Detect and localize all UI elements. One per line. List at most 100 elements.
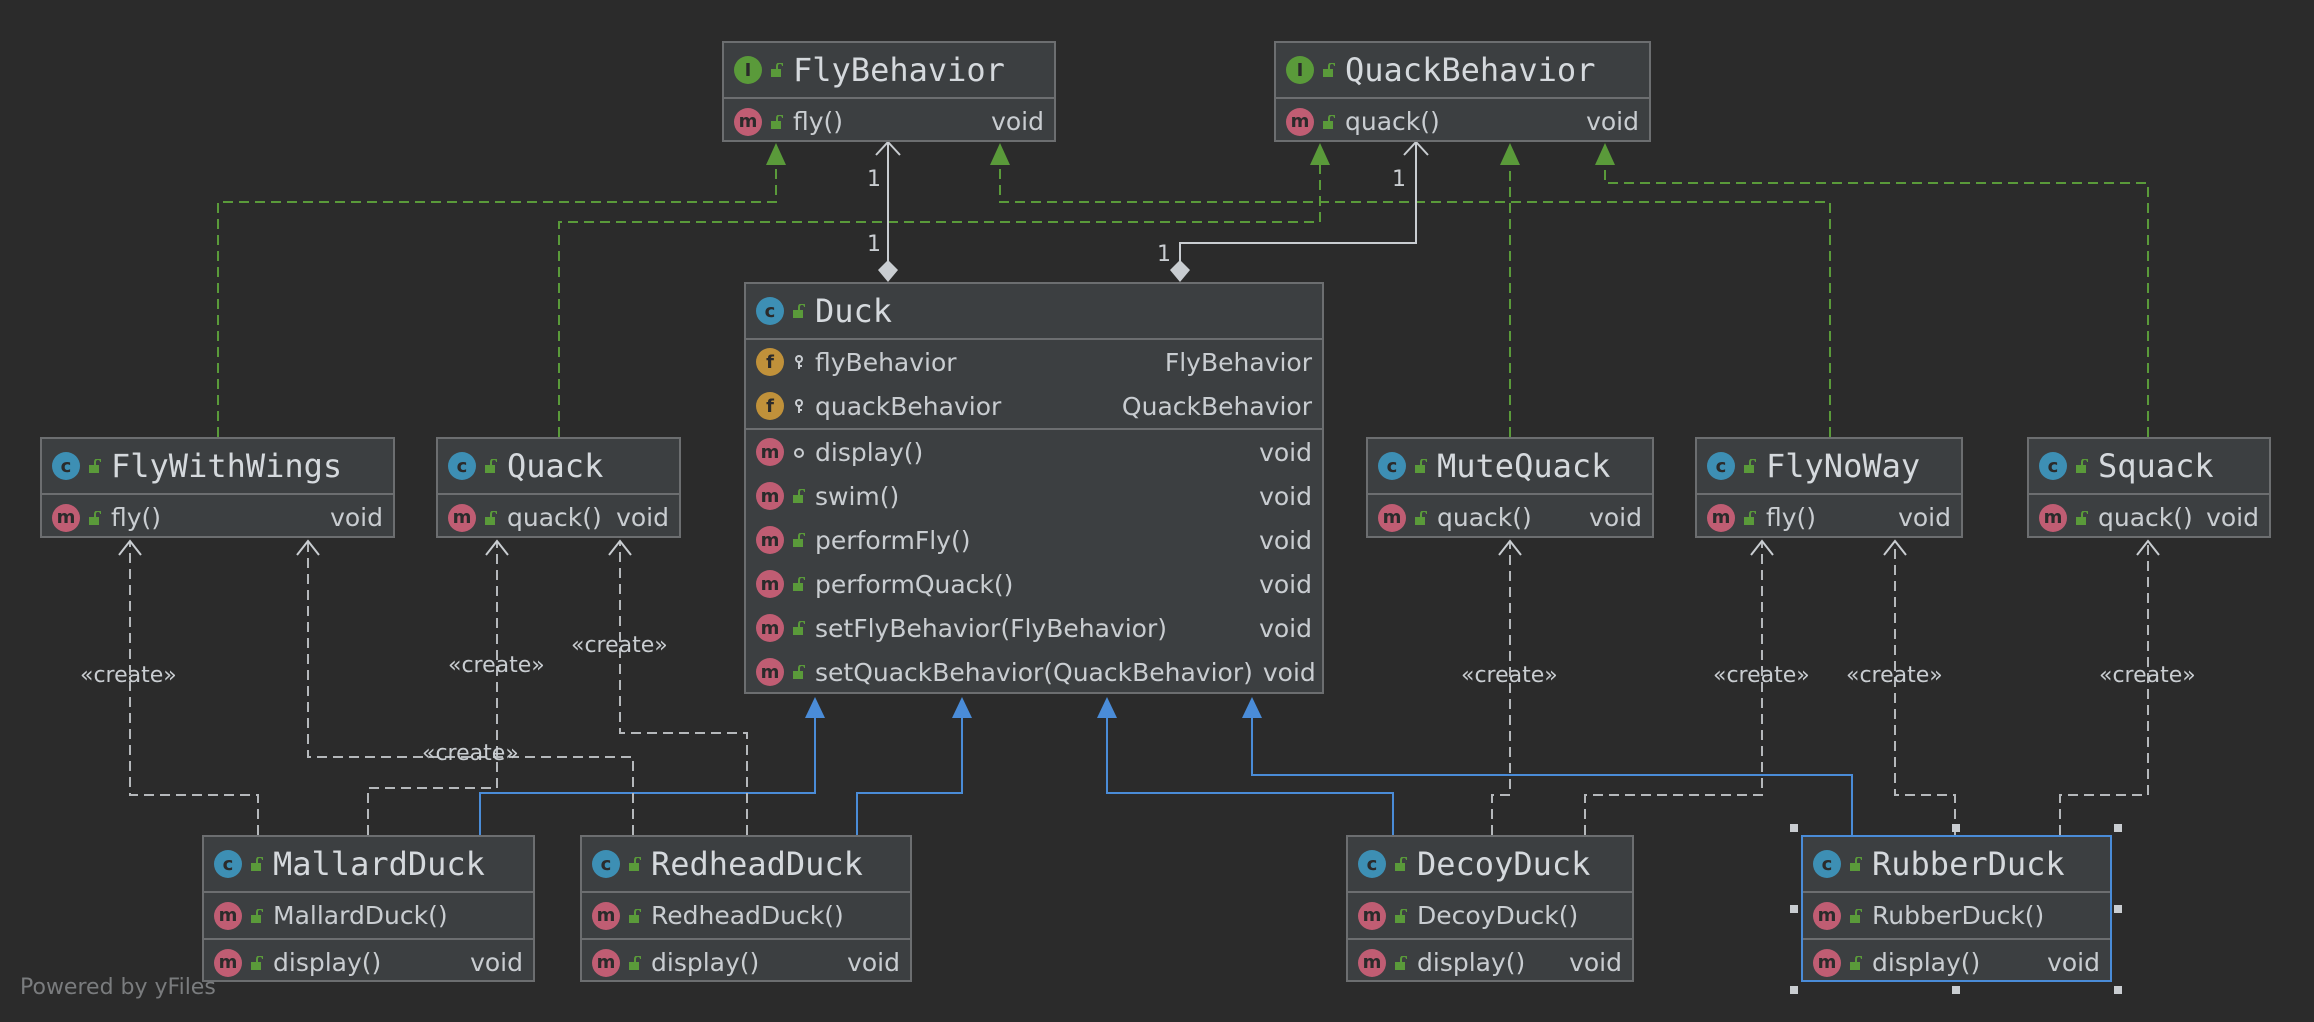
interface-icon: I (734, 56, 762, 84)
method-row[interactable]: m setQuackBehavior(QuackBehavior) void (746, 650, 1322, 694)
method-icon: m (1707, 503, 1735, 532)
field-icon: f (756, 348, 784, 376)
method-name: display() (815, 437, 924, 467)
open-lock-icon (771, 63, 783, 77)
constructor-row[interactable]: m RubberDuck() (1803, 893, 2110, 938)
node-squack[interactable]: c Squack m quack() void (2027, 437, 2271, 538)
node-title: Squack (2098, 447, 2214, 485)
method-row[interactable]: m display() void (746, 430, 1322, 474)
constructor-row[interactable]: m RedheadDuck() (582, 893, 910, 938)
create-label: «create» (422, 741, 519, 766)
node-header: c FlyNoWay (1697, 439, 1961, 495)
member-type: void (470, 948, 523, 977)
multiplicity-label: 1 (1392, 167, 1406, 192)
resize-handle[interactable] (1790, 905, 1798, 913)
member-row[interactable]: m fly() void (1697, 495, 1961, 540)
open-lock-icon (771, 114, 783, 129)
member-type: void (1586, 107, 1639, 136)
open-lock-icon (629, 955, 641, 970)
composition-diamonds (878, 260, 1190, 282)
method-icon: m (756, 614, 784, 642)
member-row[interactable]: m quack() void (1368, 495, 1652, 540)
method-row[interactable]: m display() void (1348, 938, 1632, 985)
node-header: c DecoyDuck (1348, 837, 1632, 893)
resize-handle[interactable] (1952, 824, 1960, 832)
node-decoyduck[interactable]: c DecoyDuck m DecoyDuck() m display() vo… (1346, 835, 1634, 982)
member-row[interactable]: m quack() void (2029, 495, 2269, 540)
composition-edges (875, 140, 1429, 262)
node-duck[interactable]: c Duck f flyBehavior FlyBehavior f quack… (744, 282, 1324, 694)
node-rubberduck[interactable]: c RubberDuck m RubberDuck() m display() … (1801, 835, 2112, 982)
extends-arrowheads (805, 697, 1262, 718)
class-icon: c (448, 452, 476, 480)
node-redheadduck[interactable]: c RedheadDuck m RedheadDuck() m display(… (580, 835, 912, 982)
member-row[interactable]: m quack() void (1276, 99, 1649, 144)
member-row[interactable]: m fly() void (42, 495, 393, 540)
open-lock-icon (89, 459, 101, 473)
method-icon: m (1378, 503, 1406, 532)
method-row[interactable]: m setFlyBehavior(FlyBehavior) void (746, 606, 1322, 650)
member-name: quack() (2098, 503, 2193, 532)
powered-by-label: Powered by yFiles (20, 975, 216, 1000)
class-icon: c (1813, 850, 1841, 878)
field-row[interactable]: f flyBehavior FlyBehavior (746, 340, 1322, 384)
resize-handle[interactable] (1952, 986, 1960, 994)
method-icon: m (756, 482, 784, 510)
method-icon: m (52, 503, 80, 532)
resize-handle[interactable] (2114, 986, 2122, 994)
node-flybehavior[interactable]: I FlyBehavior m fly() void (722, 41, 1056, 142)
member-row[interactable]: m fly() void (724, 99, 1054, 144)
class-icon: c (1378, 452, 1406, 480)
method-row[interactable]: m swim() void (746, 474, 1322, 518)
edge-squack-quackbehavior (1604, 165, 2149, 437)
open-lock-icon (629, 908, 641, 923)
open-lock-icon (89, 510, 101, 525)
node-flywithwings[interactable]: c FlyWithWings m fly() void (40, 437, 395, 538)
method-row[interactable]: m display() void (1803, 938, 2110, 985)
node-mutequack[interactable]: c MuteQuack m quack() void (1366, 437, 1654, 538)
resize-handle[interactable] (2114, 824, 2122, 832)
node-title: MallardDuck (273, 845, 485, 883)
class-icon: c (592, 850, 620, 878)
method-name: performFly() (815, 525, 971, 555)
node-mallardduck[interactable]: c MallardDuck m MallardDuck() m display(… (202, 835, 535, 982)
multiplicity-label: 1 (867, 232, 881, 257)
node-quack[interactable]: c Quack m quack() void (436, 437, 681, 538)
resize-handle[interactable] (1790, 824, 1798, 832)
node-header: c RubberDuck (1803, 837, 2110, 893)
member-name: quack() (507, 503, 602, 532)
node-title: Quack (507, 447, 604, 485)
method-icon: m (1813, 948, 1841, 977)
constructor-row[interactable]: m MallardDuck() (204, 893, 533, 938)
field-type: QuackBehavior (1121, 391, 1312, 421)
interface-icon: I (1286, 56, 1314, 84)
member-type: void (847, 948, 900, 977)
abstract-method-icon: m (1286, 107, 1314, 136)
node-title: RubberDuck (1872, 845, 2065, 883)
field-row[interactable]: f quackBehavior QuackBehavior (746, 384, 1322, 428)
node-flynoway[interactable]: c FlyNoWay m fly() void (1695, 437, 1963, 538)
open-lock-icon (793, 533, 805, 547)
member-type: void (2047, 948, 2100, 977)
method-row[interactable]: m display() void (582, 938, 910, 985)
method-icon: m (1813, 901, 1841, 930)
node-header: c FlyWithWings (42, 439, 393, 495)
resize-handle[interactable] (1790, 986, 1798, 994)
node-quackbehavior[interactable]: I QuackBehavior m quack() void (1274, 41, 1651, 142)
resize-handle[interactable] (2114, 905, 2122, 913)
edge-quack-quackbehavior (558, 165, 1321, 437)
node-title: FlyBehavior (793, 51, 1005, 89)
member-row[interactable]: m quack() void (438, 495, 679, 540)
member-type: void (330, 503, 383, 532)
field-name: quackBehavior (815, 391, 1002, 421)
method-row[interactable]: m performFly() void (746, 518, 1322, 562)
open-lock-icon (1415, 510, 1427, 525)
open-lock-icon (1323, 114, 1335, 129)
method-row[interactable]: m performQuack() void (746, 562, 1322, 606)
constructor-row[interactable]: m DecoyDuck() (1348, 893, 1632, 938)
edge-flywithwings-flybehavior (217, 165, 777, 437)
method-row[interactable]: m display() void (204, 938, 533, 985)
open-lock-icon (2076, 510, 2088, 525)
multiplicity-label: 1 (867, 167, 881, 192)
node-header: I QuackBehavior (1276, 43, 1649, 99)
